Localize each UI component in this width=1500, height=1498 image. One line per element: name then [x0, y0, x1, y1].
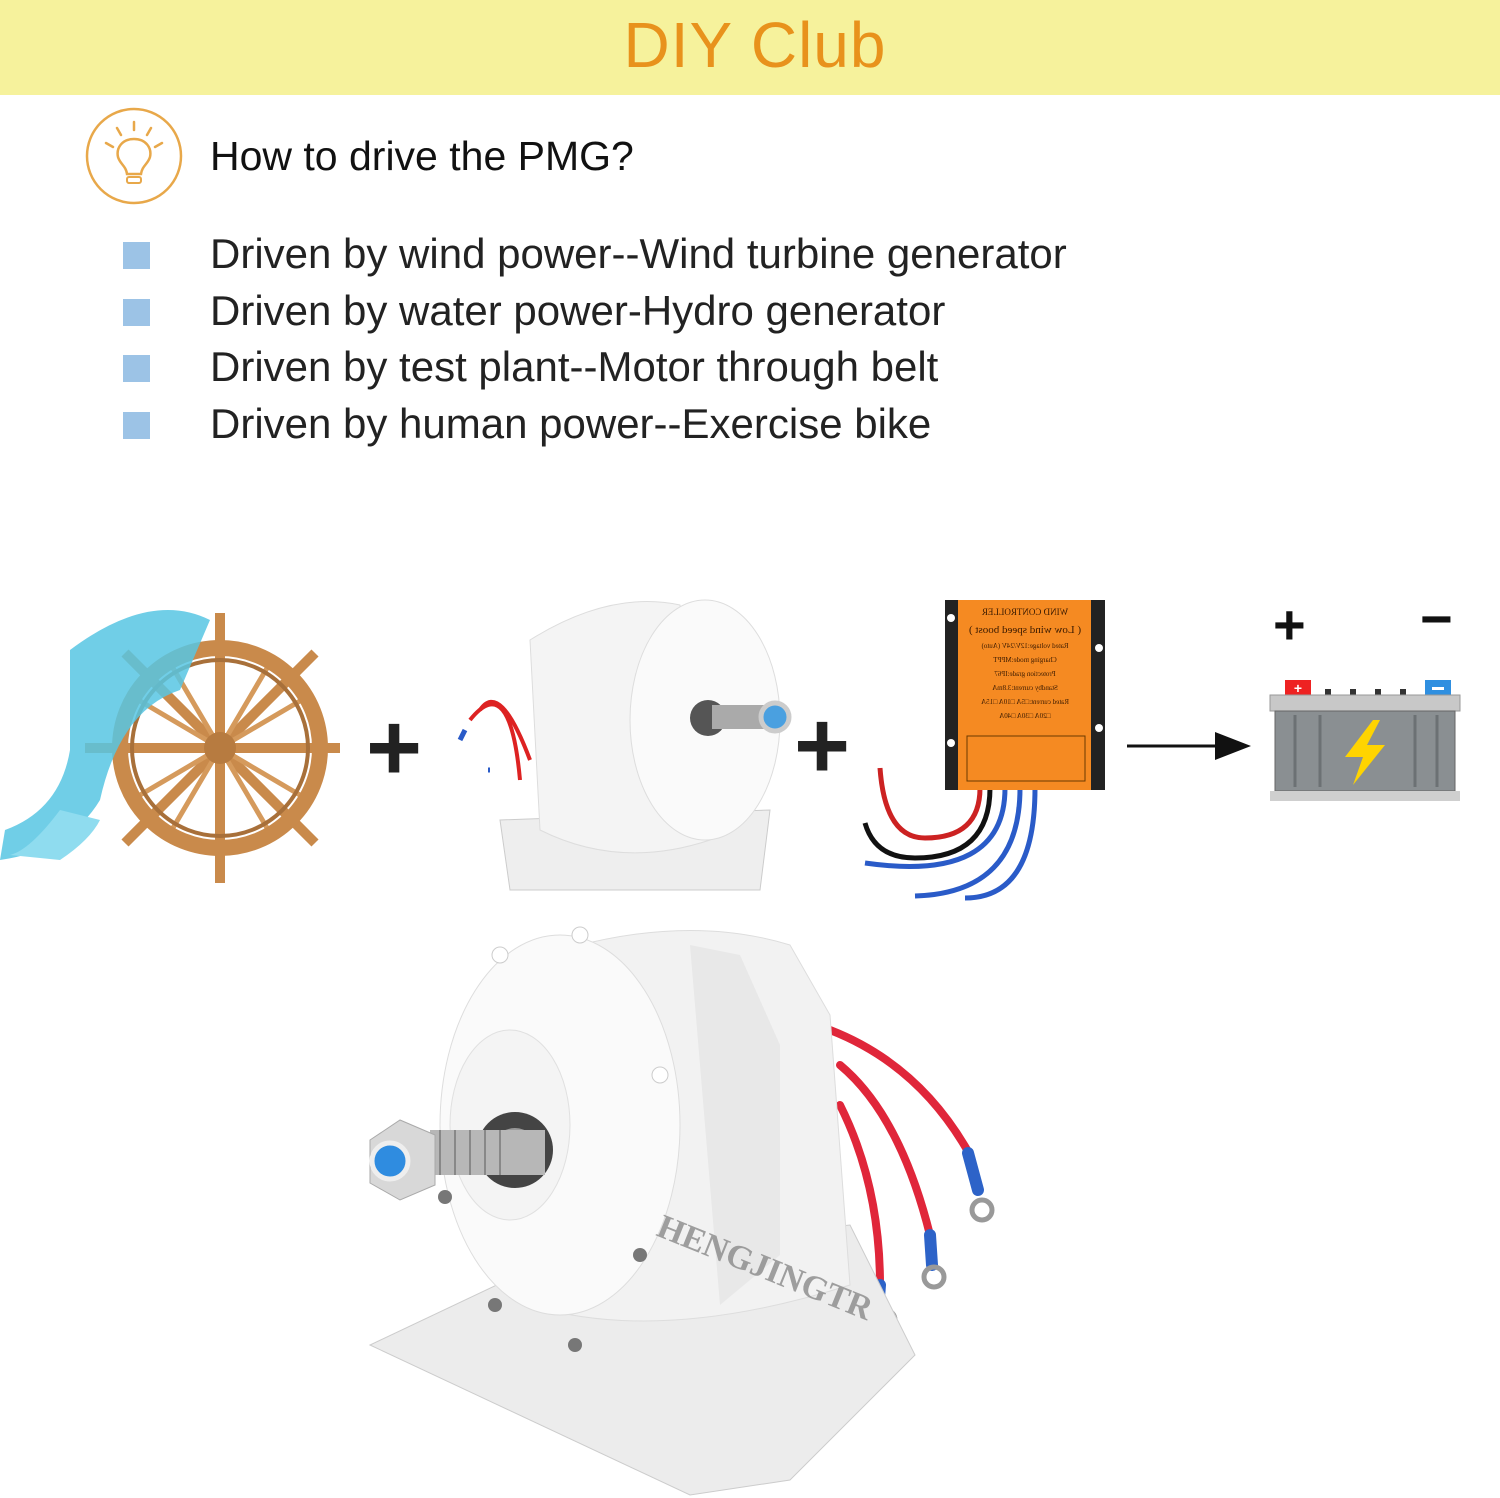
- lightbulb-icon: [85, 107, 183, 205]
- plus-sign: +: [794, 692, 851, 799]
- svg-text:Protection grade:IP67: Protection grade:IP67: [994, 670, 1056, 678]
- battery-illustration: +: [1269, 680, 1461, 801]
- svg-text:+: +: [1294, 680, 1302, 696]
- bullet-square-icon: [123, 355, 150, 382]
- svg-text:WIND CONTROLLER: WIND CONTROLLER: [982, 607, 1068, 617]
- wind-controller-illustration: WIND CONTROLLER ( Low wind speed boost )…: [862, 600, 1105, 901]
- generator-large-illustration: HENGJINGTR: [368, 926, 995, 1496]
- generator-small-illustration: [457, 599, 792, 891]
- svg-text:( Low wind speed boost ): ( Low wind speed boost ): [969, 624, 1081, 636]
- arrow-right-icon: [1127, 732, 1251, 760]
- svg-text:Rated voltage:12V/24V (Auto): Rated voltage:12V/24V (Auto): [981, 642, 1069, 650]
- brand-title: DIY Club: [623, 9, 887, 81]
- svg-text:Rated current:□5A □10A □15A: Rated current:□5A □10A □15A: [981, 698, 1069, 706]
- header-band: [0, 0, 1500, 95]
- svg-text:Standby current:3.8mA: Standby current:3.8mA: [992, 684, 1058, 692]
- battery-positive-label: +: [1273, 593, 1306, 656]
- bullet-square-icon: [123, 299, 150, 326]
- section-heading: How to drive the PMG?: [210, 133, 634, 179]
- water-wheel-illustration: [0, 610, 340, 883]
- bullet-square-icon: [123, 412, 150, 439]
- svg-text:Charging mode:MPPT: Charging mode:MPPT: [993, 656, 1057, 664]
- bullet-square-icon: [123, 242, 150, 269]
- svg-text:□20A □30A □40A: □20A □30A □40A: [999, 712, 1051, 720]
- plus-sign: +: [366, 694, 423, 801]
- battery-negative-label: −: [1420, 587, 1453, 650]
